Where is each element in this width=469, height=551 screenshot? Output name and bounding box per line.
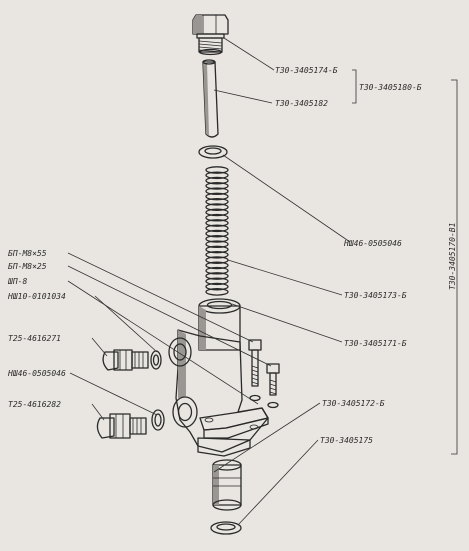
spring-coil xyxy=(205,203,229,211)
label-fitting-upper: Т25-4616271 xyxy=(8,334,61,343)
label-oring: НШ10-0101034 xyxy=(7,292,66,301)
label-bottom-plug: Т30-3405175 xyxy=(320,436,373,445)
label-top-assembly: Т30-3405180-Б xyxy=(359,83,422,92)
spring-coil xyxy=(205,272,229,280)
spring xyxy=(205,166,229,296)
rod xyxy=(202,59,219,138)
label-spring: Т30-3405173-Б xyxy=(344,291,407,300)
spring-coil xyxy=(205,266,229,275)
part-labels: Т30-3405174-Б Т30-3405182 Т30-3405180-Б … xyxy=(7,66,457,445)
label-rod: Т30-3405182 xyxy=(275,99,328,108)
bottom-washer xyxy=(210,521,242,535)
spring-coil xyxy=(205,288,229,296)
bolt-short xyxy=(266,363,280,409)
spring-coil xyxy=(205,197,229,206)
top-washer xyxy=(198,145,228,159)
spring-coil xyxy=(205,235,229,243)
spring-coil xyxy=(205,224,229,233)
label-top-plug: Т30-3405174-Б xyxy=(275,66,338,75)
label-fitting-lower: Т25-4616282 xyxy=(8,400,61,409)
label-bolt-55: БП-М8×55 xyxy=(8,249,47,258)
fitting-lower xyxy=(96,409,165,439)
fitting-upper xyxy=(102,349,162,371)
valve-body xyxy=(168,298,269,457)
lower-sleeve xyxy=(212,459,242,511)
top-plug xyxy=(192,14,229,56)
spring-coil xyxy=(205,213,229,222)
spring-coil xyxy=(205,208,229,217)
leader-lines xyxy=(67,37,351,526)
spring-coil xyxy=(205,166,229,174)
spring-coil xyxy=(205,192,229,201)
label-body: Т30-3405171-Б xyxy=(344,339,407,348)
spring-coil xyxy=(205,187,229,196)
spring-coil xyxy=(205,182,229,190)
spring-coil xyxy=(205,240,229,249)
spring-coil xyxy=(205,171,229,180)
spring-coil xyxy=(205,219,229,227)
label-full-assembly: Т30-3405170-В1 xyxy=(448,223,457,290)
label-washer: НШ46-0505046 xyxy=(343,239,402,248)
label-bolt-25: БП-М8×25 xyxy=(8,262,47,271)
label-lower-sleeve: Т30-3405172-Б xyxy=(322,399,385,408)
spring-coil xyxy=(205,282,229,291)
brackets xyxy=(352,69,458,455)
spring-coil xyxy=(205,245,229,254)
spring-coil xyxy=(205,277,229,286)
spring-coil xyxy=(205,250,229,259)
spring-coil xyxy=(205,176,229,185)
label-washer-left: НШ46-0505046 xyxy=(7,369,66,378)
label-spring-washer: ШП-8 xyxy=(7,277,27,286)
bolt-long xyxy=(248,339,262,402)
spring-coil xyxy=(205,229,229,238)
spring-coil xyxy=(205,261,229,270)
